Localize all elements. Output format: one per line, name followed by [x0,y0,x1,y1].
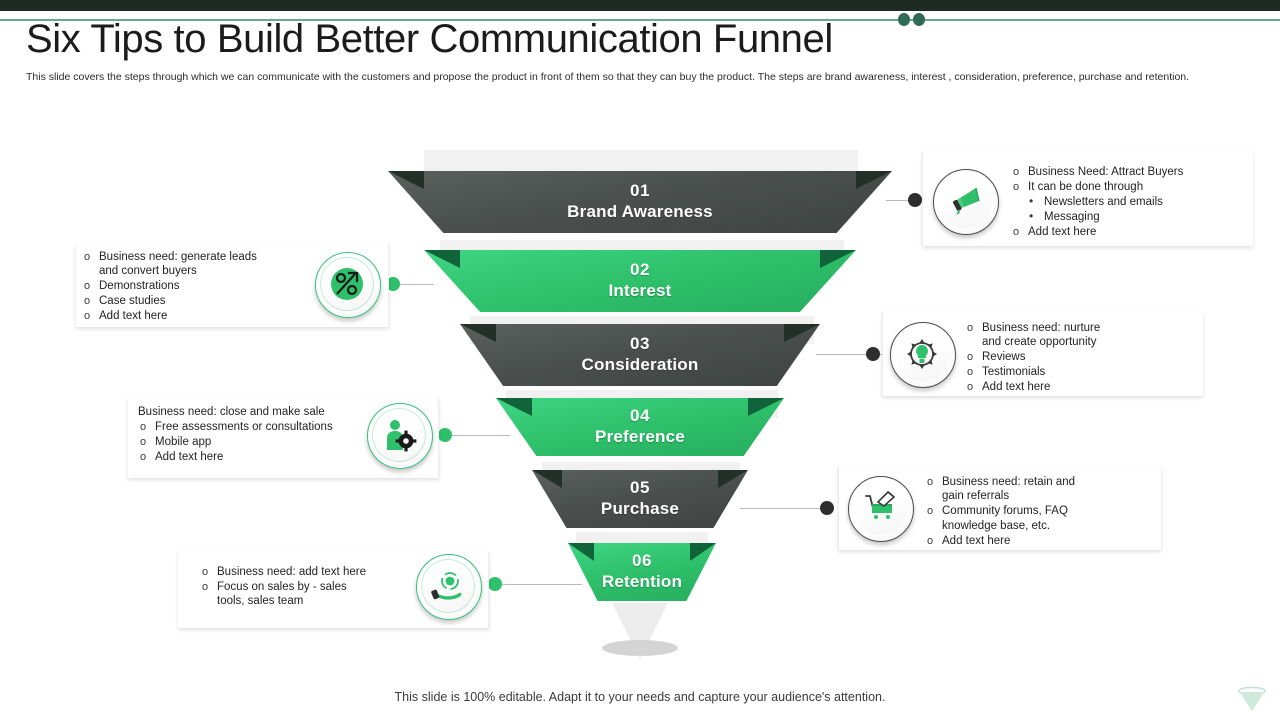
connector-line-3 [816,354,884,355]
connector-dot-2 [386,277,400,291]
callout-03-icon[interactable] [890,322,956,388]
callout-04-icon[interactable] [367,403,433,469]
footer-note: This slide is 100% editable. Adapt it to… [394,690,886,704]
bullet-circle-icon: o [84,251,91,263]
callout-01-line-4: •Messaging [1029,208,1100,223]
callout-05-icon[interactable] [848,476,914,542]
connector-line-4 [442,435,510,436]
page-title: Six Tips to Build Better Communication F… [26,17,833,61]
bullet-circle-icon: o [927,476,934,488]
icon-inner [421,559,475,613]
connector-dot-6 [488,577,502,591]
funnel-layer-4-shape [496,398,784,456]
top-dark-bar [0,0,1280,11]
percent-growth-icon [331,268,363,300]
connector-dot-5 [820,501,834,515]
top-dot-1 [898,13,910,26]
bullet-circle-icon: o [967,381,974,394]
funnel-logo-icon [1238,686,1266,711]
hand-recycle-icon [431,572,462,600]
connector-dot-4 [438,428,452,442]
connector-line-6 [492,584,582,585]
bullet-circle-icon: o [140,435,147,448]
funnel-layer-3[interactable]: 03 Consideration [460,324,820,386]
funnel-layer-5[interactable]: 05 Purchase [532,470,748,528]
bullet-circle-icon: o [967,322,974,334]
funnel-layer-6[interactable]: 06 Retention [568,543,716,601]
funnel-layer-2-shape [424,250,856,312]
bullet-circle-icon: o [84,280,91,293]
bullet-circle-icon: o [927,534,934,547]
bullet-circle-icon: o [140,450,147,463]
gear-lightbulb-icon [907,339,937,369]
bullet-circle-icon: o [927,505,934,518]
top-dots-decoration [898,13,926,27]
top-dot-2 [913,13,925,26]
callout-01-line-3: •Newsletters and emails [1029,193,1163,208]
callout-02-icon[interactable] [315,252,381,318]
funnel-layer-4[interactable]: 04 Preference [496,398,784,456]
funnel-shadow-ellipse [602,640,678,656]
bullet-circle-icon: o [1013,225,1020,238]
connector-line-5 [740,508,830,509]
connector-dot-1 [908,193,922,207]
connector-dot-3 [866,347,880,361]
bullet-circle-icon: o [967,351,974,364]
top-green-line [0,19,1280,21]
callout-04-line-1: Business need: close and make sale [138,406,325,418]
connector-line-2 [392,284,434,285]
funnel-layer-3-shape [460,324,820,386]
shopping-cart-icon [865,490,896,519]
callout-06-icon[interactable] [416,554,482,620]
bullet-circle-icon: o [202,566,209,578]
bullet-dot-icon: • [1029,193,1034,208]
bullet-circle-icon: o [1013,180,1020,193]
bullet-dot-icon: • [1029,208,1034,223]
bullet-circle-icon: o [967,366,974,379]
funnel-layer-2[interactable]: 02 Interest [424,250,856,312]
funnel-layer-5-shape [532,470,748,528]
megaphone-icon [953,187,980,215]
callout-01-icon[interactable] [933,169,999,235]
person-gear-icon [387,420,417,452]
connector-line-1 [886,200,920,201]
bullet-circle-icon: o [202,580,209,593]
bullet-circle-icon: o [1013,166,1020,178]
funnel-layer-1-shape [388,171,892,233]
page-subtitle: This slide covers the steps through whic… [26,71,1190,83]
bullet-circle-icon: o [140,420,147,433]
bullet-circle-icon: o [84,310,91,323]
bullet-circle-icon: o [84,295,91,308]
funnel-layer-1[interactable]: 01 Brand Awareness [388,171,892,233]
